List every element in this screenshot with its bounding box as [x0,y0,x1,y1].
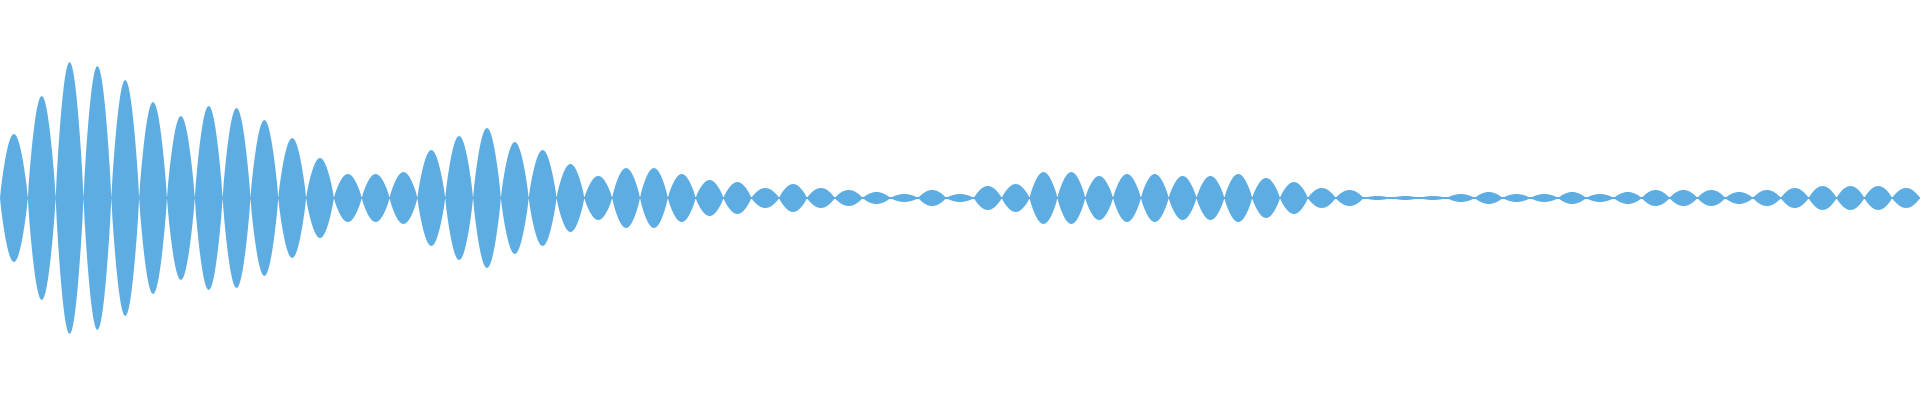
waveform-lobes [0,62,1920,334]
waveform-baseline [0,197,1920,199]
